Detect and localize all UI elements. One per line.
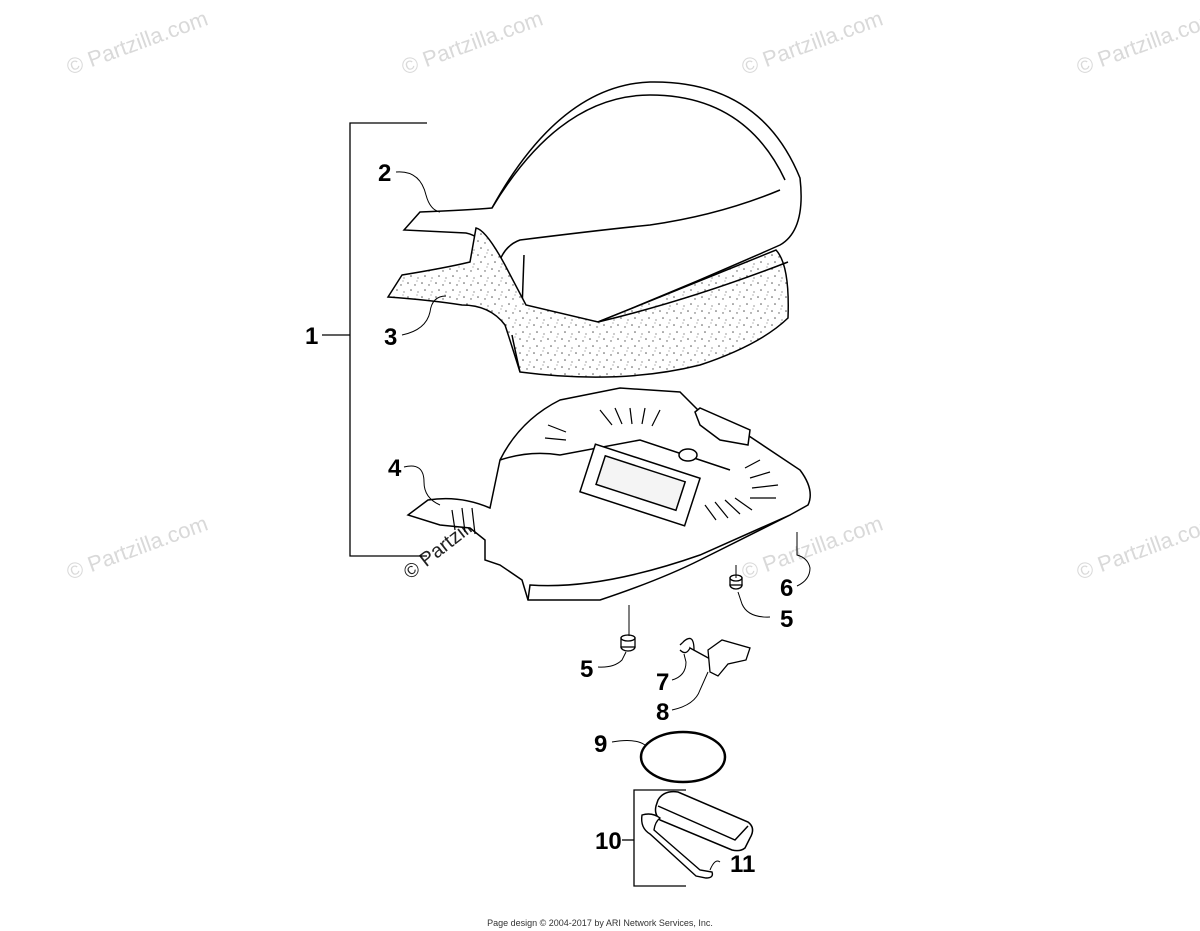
bracket-assembly-1 (322, 122, 427, 557)
watermark: © Partzilla.com (63, 6, 211, 80)
watermark: © Partzilla.com (738, 6, 886, 80)
callout-11: 11 (730, 851, 755, 878)
callout-6: 6 (780, 575, 793, 602)
bracket-assembly-10 (622, 789, 686, 887)
callout-labels: 1 2 3 4 6 5 5 7 8 9 10 11 (305, 160, 793, 878)
callout-5: 5 (580, 656, 593, 683)
leader-lines (395, 171, 811, 871)
callout-9: 9 (594, 731, 607, 758)
watermark: © Partzilla.com (63, 511, 211, 585)
callout-1: 1 (305, 323, 318, 350)
callout-3: 3 (384, 324, 397, 351)
wrench-tool (640, 813, 714, 879)
callout-7: 7 (656, 669, 669, 696)
o-ring (639, 730, 727, 784)
grommet (620, 634, 636, 652)
callout-10: 10 (595, 828, 622, 855)
latch-assembly (679, 637, 751, 677)
watermark: © Partzilla.com (1073, 511, 1200, 585)
rib-group (451, 407, 779, 535)
callout-2: 2 (378, 160, 391, 187)
callout-5: 5 (780, 606, 793, 633)
callout-8: 8 (656, 699, 669, 726)
watermark: © Partzilla.com (1073, 6, 1200, 80)
footer-copyright: Page design © 2004-2017 by ARI Network S… (487, 918, 713, 928)
seat-base (406, 387, 811, 601)
seat-foam (386, 227, 789, 378)
pad (654, 790, 754, 852)
watermark: © Partzilla.com (398, 6, 546, 80)
callout-4: 4 (388, 455, 402, 482)
